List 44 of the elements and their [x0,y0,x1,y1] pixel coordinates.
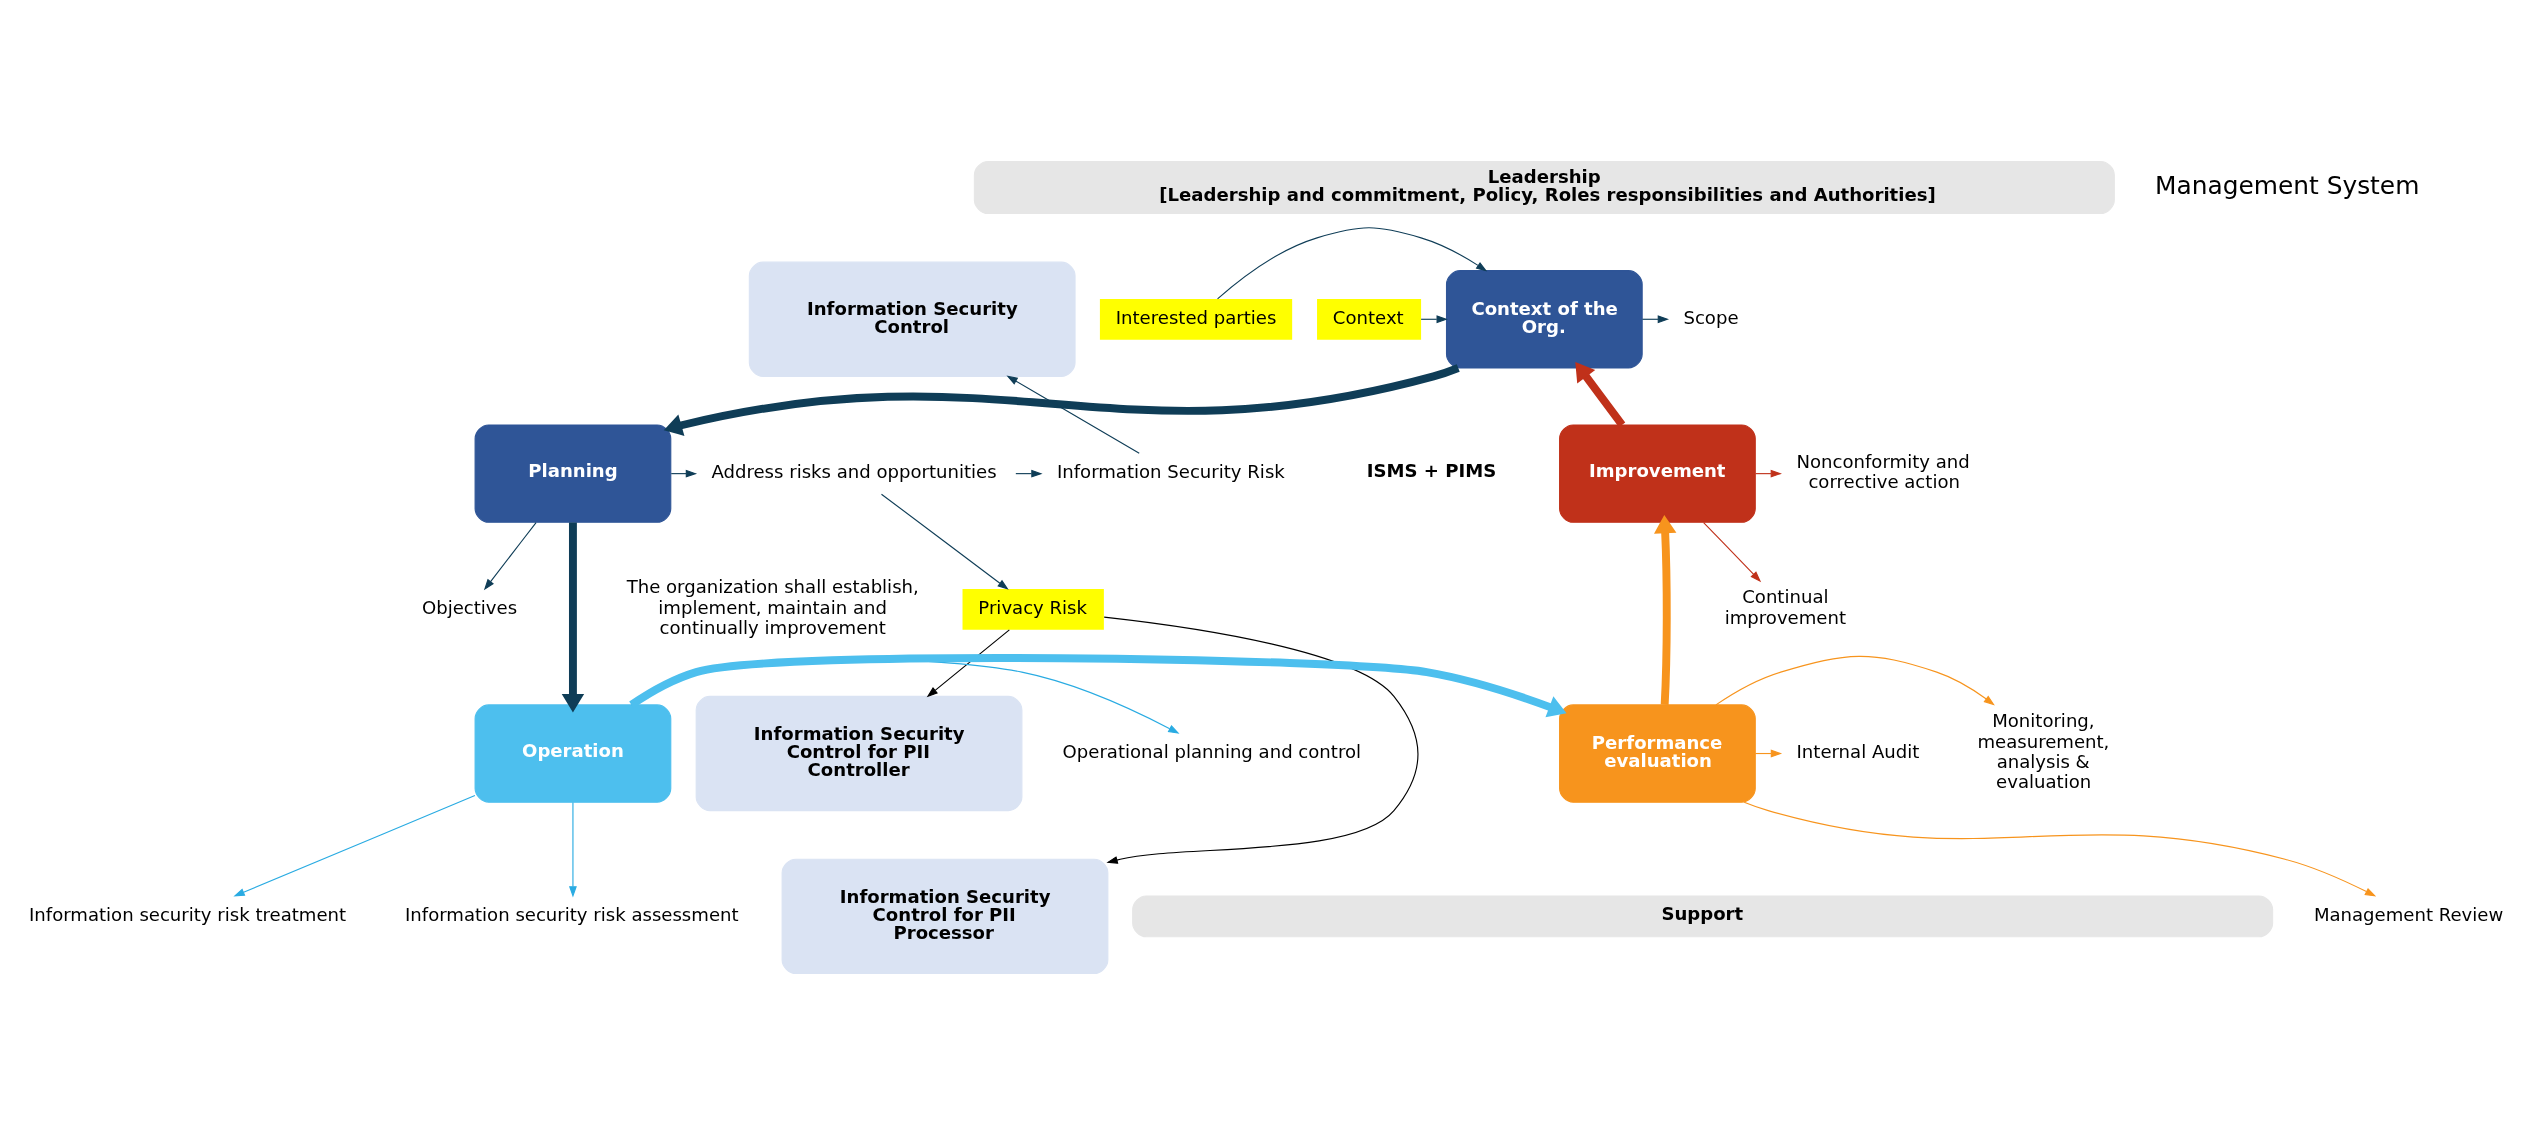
node-box: Context [1317,298,1422,340]
node-text: Information Security Risk [1056,460,1285,482]
node-text: Scope [1683,306,1739,328]
label: Management System [2155,170,2420,200]
node-box: Improvement [1559,424,1756,523]
node-text: Information security risk treatment [29,903,347,925]
arrow [880,493,1009,590]
node-box: Information Security Control for PII Controller [695,695,1023,812]
arrow [1654,514,1677,706]
arrow [1715,655,1995,706]
node-text: Information security risk assessment [405,903,739,925]
label: ISMS + PIMS [1366,459,1497,481]
node-box: Context of the Org. [1445,270,1643,369]
arrow [1217,227,1488,300]
arrow [233,795,476,897]
node-text: Management Review [2313,903,2504,925]
node-text: Nonconformity and corrective action [1796,450,1970,493]
node-text: Monitoring, measurement, analysis & evaluation [1977,710,2110,793]
node-text: Continual improvement [1724,586,1847,628]
node-box: Leadership [Leadership and commitment, Policy, Roles responsibilities and Authorities] [973,160,2115,215]
node-text: Internal Audit [1796,740,1920,762]
node-box: Planning [474,424,672,523]
node-box: Information Security Control [748,261,1076,377]
node-box: Privacy Risk [962,589,1104,630]
arrow [483,522,537,591]
arrow [629,654,1567,718]
arrow [568,801,577,898]
arrow [1703,522,1762,583]
label: The organization shall establish, implement, maintain and continually improvement [626,576,919,638]
node-text: Operational planning and control [1062,740,1362,762]
arrow [1743,801,2377,897]
arrow [1103,616,1419,864]
node-text: Objectives [421,596,518,618]
node-box: Information Security Control for PII Processor [781,858,1109,975]
arrow [561,522,585,713]
arrow [1006,375,1140,454]
node-text: Address risks and opportunities [711,460,997,482]
node-box: Operation [474,704,672,803]
node-box: Interested parties [1099,298,1293,340]
arrow [926,629,1010,698]
arrow [663,364,1460,437]
arrow [1575,362,1626,428]
node-box: Support [1132,895,2274,938]
node-box: Performance evaluation [1559,704,1756,803]
